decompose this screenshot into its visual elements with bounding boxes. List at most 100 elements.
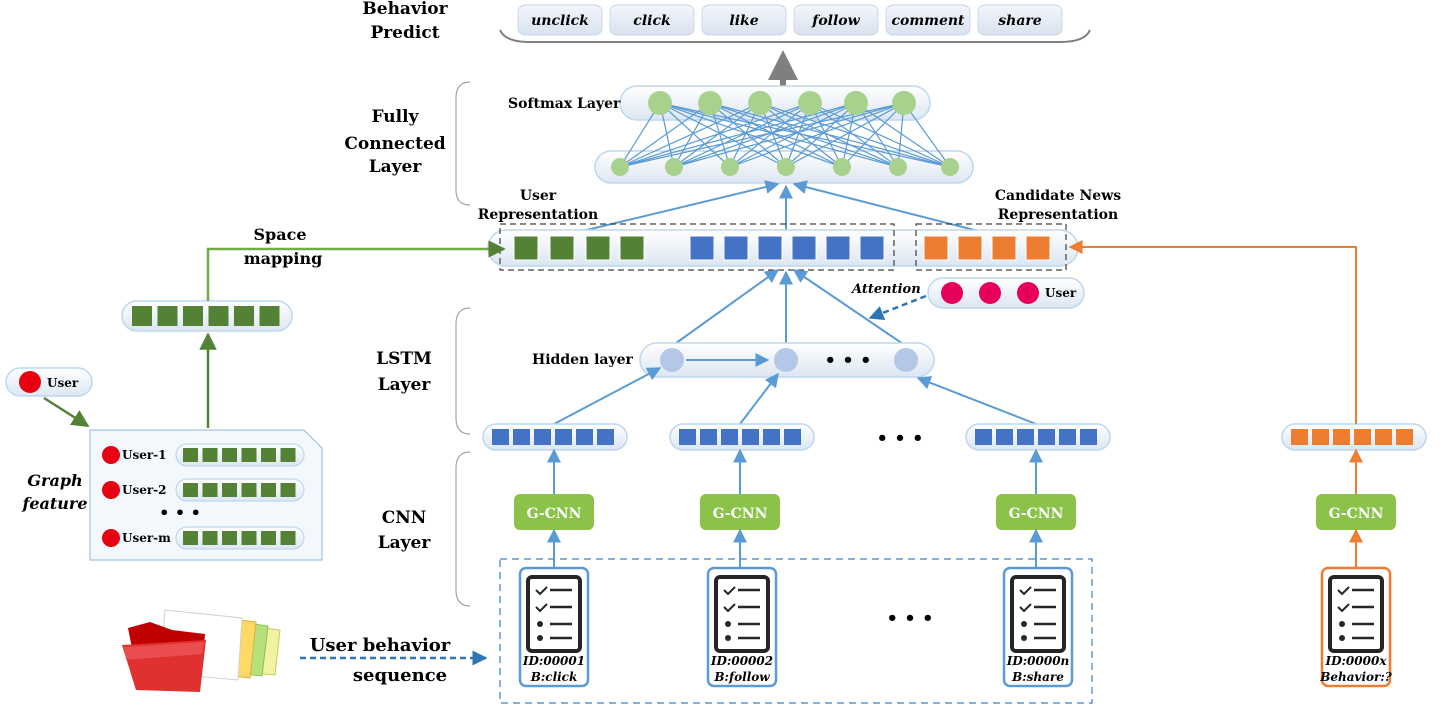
cnn-vector-square (763, 429, 780, 445)
fc-edge (619, 102, 811, 168)
behavior-tag-label: share (998, 13, 1042, 29)
behavior-tag (609, 4, 695, 36)
cnn-vector-square (534, 429, 551, 445)
fc-edge (809, 102, 951, 168)
bullet-dot (725, 621, 731, 627)
user-seq-square (723, 235, 749, 261)
rep-to-fc-arrows (569, 180, 991, 235)
fc-edge (785, 102, 905, 168)
gcnn-label: G-CNN (1009, 506, 1064, 522)
folder-icon (122, 609, 281, 692)
user-seq-square (791, 235, 817, 261)
gcnn-label: G-CNN (1329, 506, 1384, 522)
mapped-square (132, 306, 152, 326)
fc-edge (729, 102, 811, 168)
fc-edge (673, 102, 905, 168)
fc-edge (673, 102, 761, 168)
check-mark (1337, 586, 1350, 596)
check-mark (723, 586, 736, 596)
behavior-tag-label: follow (811, 13, 860, 29)
check-mark (1019, 586, 1032, 596)
cnn-vector-square (975, 429, 992, 445)
behavior-tag (793, 4, 879, 36)
softmax-node (648, 91, 672, 115)
attention-pill (927, 277, 1085, 309)
candidate-square (923, 235, 949, 261)
softmax-node (798, 91, 822, 115)
cnn-ellipsis: • • • (876, 428, 923, 449)
softmax-node (748, 91, 772, 115)
doc-id: ID:00002 (710, 654, 773, 668)
mapped-square (208, 306, 229, 326)
candidate-square (957, 235, 983, 261)
fc-edge (659, 102, 731, 168)
mapped-square (234, 306, 254, 326)
behavior-tag-label: comment (891, 13, 965, 29)
graph-feature-line2: feature (21, 494, 87, 513)
checklist-icon (1010, 575, 1066, 653)
graph-feature-line1: Graph (27, 471, 82, 490)
candidate-column (1068, 240, 1363, 568)
check-mark (535, 603, 548, 613)
cnn-vector-square (996, 429, 1013, 445)
fc-label-line2: Connected (344, 134, 445, 154)
gcnn-box (996, 494, 1076, 530)
cnn-label-line1: CNN (382, 508, 427, 528)
fc-bracket (455, 81, 471, 206)
space-mapping-arrow (206, 240, 506, 301)
behavior-tag (701, 4, 787, 36)
cnn-vector-square (1291, 429, 1308, 445)
fc-edge (619, 102, 761, 168)
space-mapping-line1: Space (253, 225, 306, 244)
graph-row-square (280, 448, 296, 462)
sequence-label-line2: sequence (353, 665, 447, 686)
fc-edge (709, 102, 787, 168)
cnn-vector-square (597, 429, 614, 445)
fc-edge (729, 102, 905, 168)
fc-edge (619, 102, 661, 168)
graph-row-square (261, 448, 276, 462)
graph-user-node (102, 529, 120, 547)
user-graph-square (549, 235, 575, 261)
hidden-node (774, 348, 798, 372)
cnn-vector-square (679, 429, 696, 445)
fc-edge (619, 102, 711, 168)
fc-edge (709, 102, 899, 168)
gcnn-label: G-CNN (527, 506, 582, 522)
bullet-dot (1339, 635, 1345, 641)
fc-edge (659, 102, 843, 168)
graph-row-square (202, 448, 218, 462)
mapped-squares (132, 306, 280, 326)
candidate-square (1025, 235, 1051, 261)
space-mapping-line2: mapping (244, 249, 323, 268)
hidden-node (660, 348, 684, 372)
gcnn-box (1316, 494, 1396, 530)
cnn-vector-square (1059, 429, 1076, 445)
fc-node (611, 158, 629, 176)
cnn-vector-square (1354, 429, 1371, 445)
fc-node (833, 158, 851, 176)
hidden-layer: Hidden layer • • • (532, 342, 935, 378)
check-mark (723, 603, 736, 613)
fc-edge (841, 102, 905, 168)
user-seq-square (859, 235, 885, 261)
doc-behavior: B:follow (713, 670, 770, 684)
softmax-node (698, 91, 722, 115)
cnn-vector-square (742, 429, 759, 445)
cnn-vector-square (1396, 429, 1413, 445)
hidden-layer-label: Hidden layer (532, 352, 634, 368)
sequence-dashed-box (499, 558, 1093, 704)
checklist-icon (714, 575, 770, 653)
fc-nodes (611, 91, 959, 176)
fc-edge (673, 102, 711, 168)
check-mark (1337, 603, 1350, 613)
behavior-tag (977, 4, 1063, 36)
fc-node (665, 158, 683, 176)
graph-user-row-label: User-1 (122, 448, 167, 462)
cnn-vector-square (513, 429, 530, 445)
graph-row-square (241, 483, 257, 497)
cnn-vector-square (1312, 429, 1329, 445)
bullet-dot (1339, 621, 1345, 627)
fc-node (777, 158, 795, 176)
